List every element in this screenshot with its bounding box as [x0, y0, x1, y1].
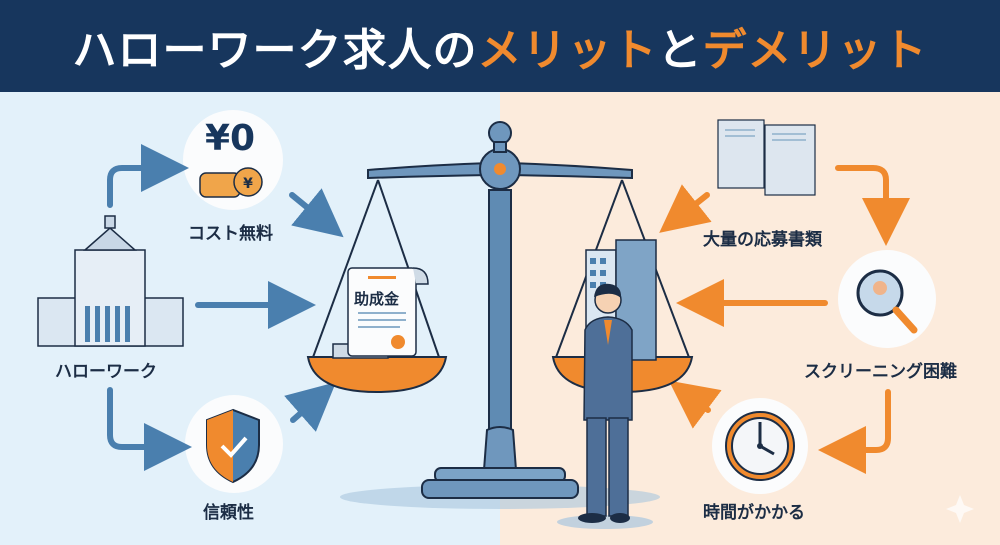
title-and: と [657, 25, 703, 76]
screening-difficult-label: スクリーニング困難 [804, 362, 957, 382]
businessman-icon [578, 283, 633, 523]
merit-arrows [107, 144, 344, 471]
shield-check-icon [206, 408, 260, 484]
title-merit: メリット [477, 25, 658, 76]
clock-icon [725, 411, 795, 481]
title-part-main: ハローワーク求人の [72, 25, 478, 76]
document-pile-icon [717, 119, 816, 196]
yen-coins-icon: ¥ [199, 167, 263, 198]
sparkle-icon [946, 495, 974, 523]
demerit-arrows [659, 165, 910, 474]
subsidy-label: 助成金 [354, 290, 400, 308]
page-title: ハローワーク求人のメリットとデメリット [73, 14, 928, 78]
svg-text:¥: ¥ [243, 176, 253, 192]
title-demerit: デメリット [702, 25, 928, 76]
government-building-icon [37, 215, 184, 347]
reliability-label: 信頼性 [203, 503, 254, 523]
yen-zero-text: ¥0 [205, 118, 256, 159]
magnifier-person-icon [856, 269, 918, 334]
hellowork-label: ハローワーク [55, 362, 157, 382]
many-applications-label: 大量の応募書類 [703, 230, 822, 250]
cost-free-label: コスト無料 [188, 224, 273, 244]
certificate-document-icon [332, 267, 429, 359]
header-banner: ハローワーク求人のメリットとデメリット [0, 0, 1000, 92]
time-consuming-label: 時間がかかる [703, 503, 805, 523]
